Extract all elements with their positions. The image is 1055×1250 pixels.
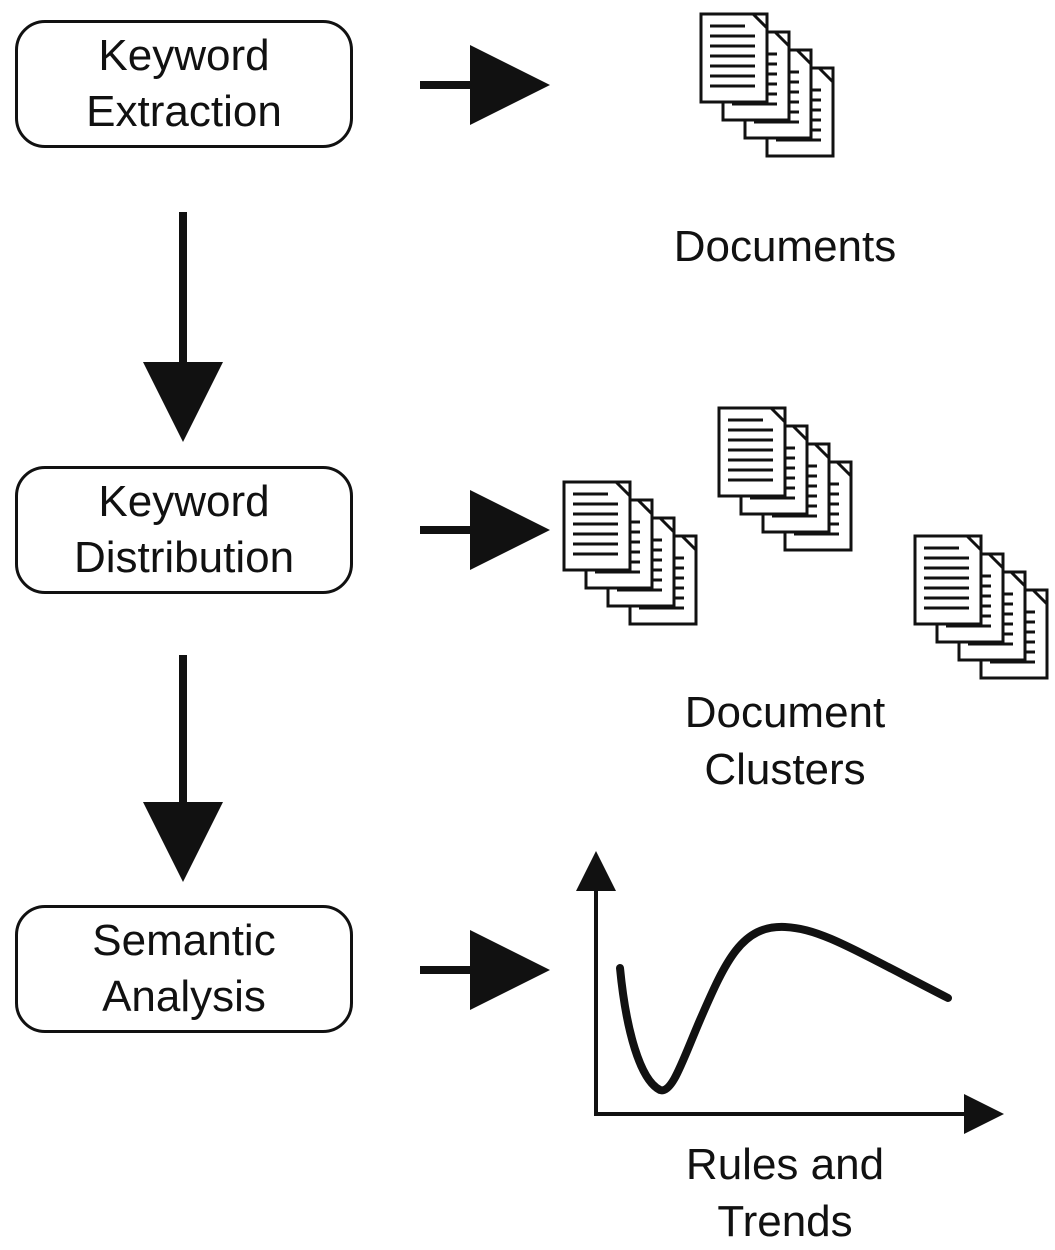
caption-rules-and-trends-line1: Rules and xyxy=(685,1140,885,1189)
step-semantic-analysis-line1: Semantic xyxy=(92,916,276,965)
step-keyword-distribution: Keyword Distribution xyxy=(15,466,353,594)
step-keyword-distribution-line2: Distribution xyxy=(73,533,295,582)
caption-rules-and-trends: Rules and Trends xyxy=(620,1136,950,1250)
trend-chart-icon xyxy=(576,851,1004,1134)
step-keyword-extraction-line2: Extraction xyxy=(86,87,282,136)
document-cluster-2-icon xyxy=(719,408,851,550)
caption-rules-and-trends-line2: Trends xyxy=(717,1197,853,1246)
step-semantic-analysis-line2: Analysis xyxy=(102,972,266,1021)
caption-documents-line1: Documents xyxy=(673,222,897,271)
document-stack-icon xyxy=(701,14,833,156)
caption-document-clusters: Document Clusters xyxy=(620,684,950,798)
caption-document-clusters-line2: Clusters xyxy=(704,745,866,794)
trend-chart-curve xyxy=(616,922,952,1095)
document-cluster-1-icon xyxy=(564,482,696,624)
step-keyword-distribution-line1: Keyword xyxy=(98,477,270,526)
step-semantic-analysis: Semantic Analysis xyxy=(15,905,353,1033)
caption-documents: Documents xyxy=(620,218,950,275)
caption-document-clusters-line1: Document xyxy=(684,688,886,737)
document-cluster-3-icon xyxy=(915,536,1047,678)
step-keyword-extraction-line1: Keyword xyxy=(98,31,270,80)
step-keyword-extraction: Keyword Extraction xyxy=(15,20,353,148)
